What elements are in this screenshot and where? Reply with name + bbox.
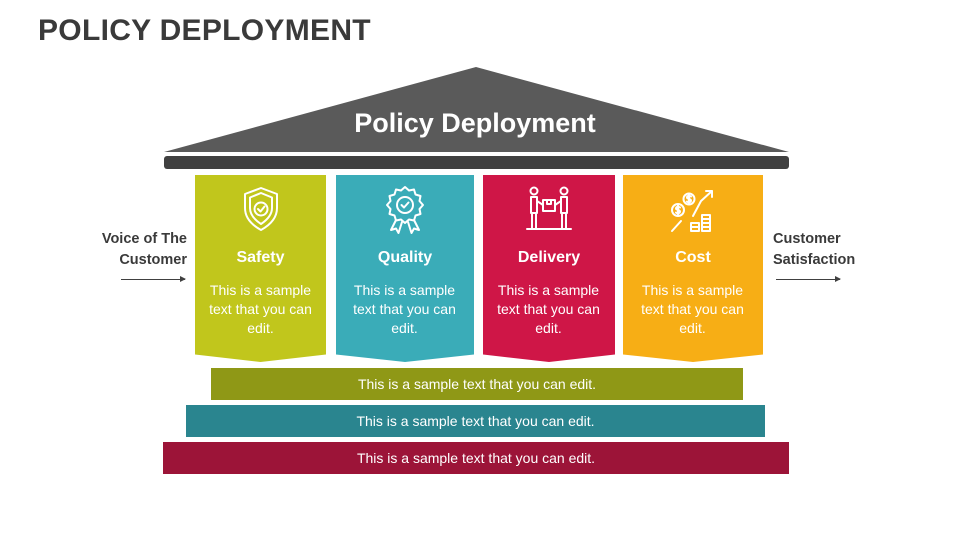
pillar-text: This is a sample text that you can edit. xyxy=(209,282,312,336)
pillar-delivery: Delivery This is a sample text that you … xyxy=(483,175,615,362)
output-arrow xyxy=(776,276,841,282)
foundation-bar-1: This is a sample text that you can edit. xyxy=(211,368,743,400)
pillar-title: Delivery xyxy=(517,249,581,266)
input-label-line2: Customer xyxy=(119,252,187,268)
package-handover-icon xyxy=(526,186,572,230)
input-arrow xyxy=(121,276,186,282)
roof-label: Policy Deployment xyxy=(354,108,596,138)
foundation-bar-3: This is a sample text that you can edit. xyxy=(163,442,789,474)
shield-check-icon xyxy=(244,187,278,231)
pillar-title: Cost xyxy=(675,249,711,266)
pillar-cost: Cost This is a sample text that you can … xyxy=(623,175,763,362)
pillar-text: This is a sample text that you can edit. xyxy=(497,282,600,336)
output-label-line2: Satisfaction xyxy=(773,252,856,268)
pillar-safety: Safety This is a sample text that you ca… xyxy=(195,175,326,362)
input-label: Voice of The Customer xyxy=(70,229,187,271)
pillar-quality: Quality This is a sample text that you c… xyxy=(336,175,474,362)
pillar-title: Quality xyxy=(377,249,433,266)
output-label: Customer Satisfaction xyxy=(773,229,893,271)
coins-growth-icon xyxy=(671,190,713,232)
roof-beam xyxy=(164,156,789,169)
pillar-title: Safety xyxy=(236,249,285,266)
page-title: POLICY DEPLOYMENT xyxy=(38,14,371,47)
foundation-bar-2: This is a sample text that you can edit. xyxy=(186,405,765,437)
input-label-line1: Voice of The xyxy=(101,231,187,247)
output-label-line1: Customer xyxy=(773,231,841,247)
award-badge-icon xyxy=(386,186,424,234)
pillar-text: This is a sample text that you can edit. xyxy=(641,282,744,336)
pillar-text: This is a sample text that you can edit. xyxy=(353,282,456,336)
